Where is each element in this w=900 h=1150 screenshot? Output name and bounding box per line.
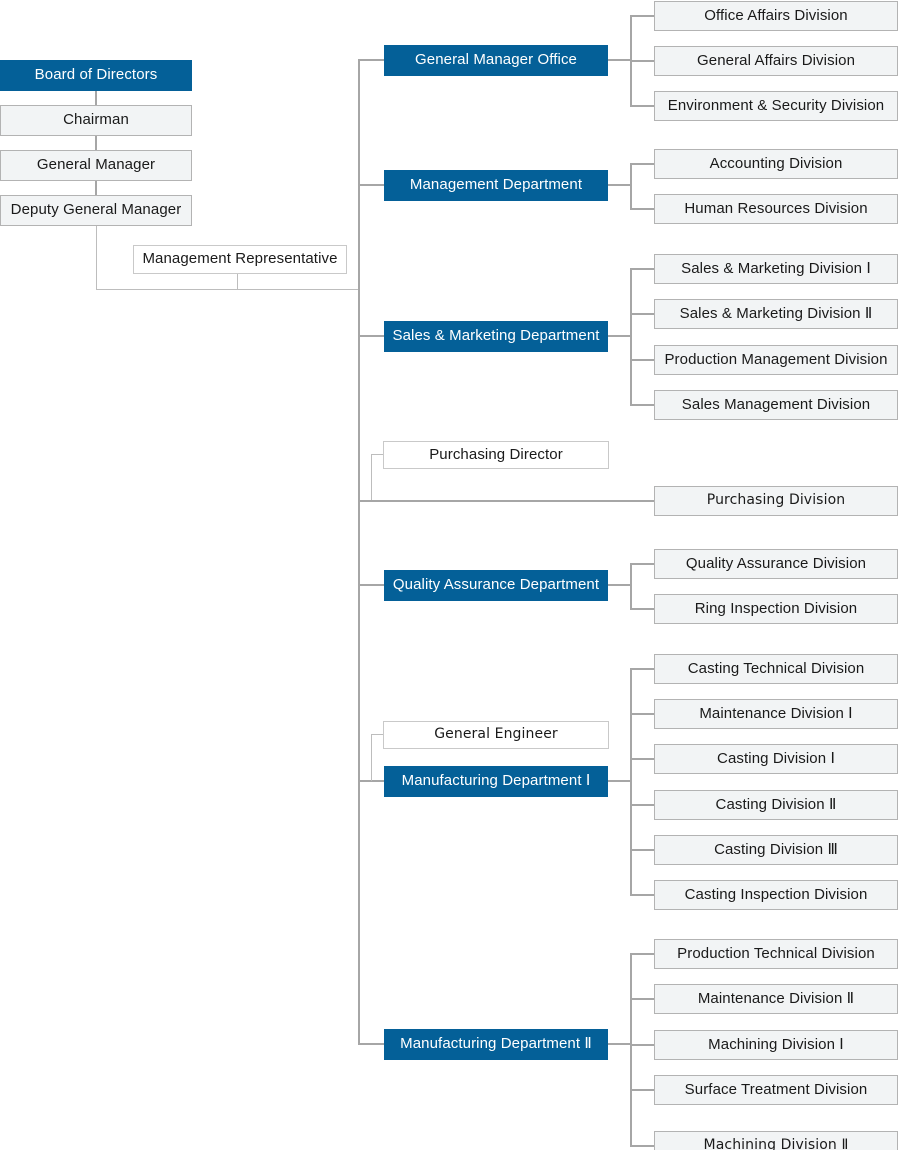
node-division-casting-2[interactable]: Casting Division Ⅱ bbox=[654, 790, 898, 820]
connector-management-out bbox=[608, 184, 632, 186]
connector-casting-1 bbox=[630, 758, 654, 760]
node-division-environment-security[interactable]: Environment & Security Division bbox=[654, 91, 898, 121]
connector-sales-out bbox=[608, 335, 632, 337]
connector-purchasing-division bbox=[358, 500, 654, 502]
node-division-production-technical[interactable]: Production Technical Division bbox=[654, 939, 898, 969]
trunk-main-vertical bbox=[358, 60, 360, 1044]
subtrunk-purchasing bbox=[371, 454, 372, 500]
node-division-machining-1[interactable]: Machining Division Ⅰ bbox=[654, 1030, 898, 1060]
node-general-engineer[interactable]: General Engineer bbox=[383, 721, 609, 749]
node-division-ring-inspection[interactable]: Ring Inspection Division bbox=[654, 594, 898, 624]
connector-board-to-chairman bbox=[95, 91, 97, 105]
node-division-office-affairs[interactable]: Office Affairs Division bbox=[654, 1, 898, 31]
connector-manufacturing-1-out bbox=[608, 780, 632, 782]
connector-human-resources bbox=[630, 208, 654, 210]
connector-casting-technical bbox=[630, 668, 654, 670]
connector-qa-division bbox=[630, 563, 654, 565]
connector-purchasing-director bbox=[371, 454, 383, 455]
node-management-representative[interactable]: Management Representative bbox=[133, 245, 347, 274]
connector-sales-division-1 bbox=[630, 268, 654, 270]
trunk-stub-management bbox=[358, 184, 384, 186]
node-chairman[interactable]: Chairman bbox=[0, 105, 192, 136]
subtrunk-sales bbox=[630, 268, 632, 404]
subtrunk-management bbox=[630, 163, 632, 208]
connector-general-engineer bbox=[371, 734, 383, 735]
connector-quality-assurance-out bbox=[608, 584, 632, 586]
node-division-sales-marketing-1[interactable]: Sales & Marketing Division Ⅰ bbox=[654, 254, 898, 284]
node-division-purchasing[interactable]: Purchasing Division bbox=[654, 486, 898, 516]
node-deputy-general-manager[interactable]: Deputy General Manager bbox=[0, 195, 192, 226]
node-division-machining-2[interactable]: Machining Division Ⅱ bbox=[654, 1131, 898, 1150]
node-division-general-affairs[interactable]: General Affairs Division bbox=[654, 46, 898, 76]
node-division-maintenance-1[interactable]: Maintenance Division Ⅰ bbox=[654, 699, 898, 729]
connector-office-affairs bbox=[630, 15, 654, 17]
connector-casting-inspection bbox=[630, 894, 654, 896]
node-division-accounting[interactable]: Accounting Division bbox=[654, 149, 898, 179]
node-department-manufacturing-1[interactable]: Manufacturing Department Ⅰ bbox=[384, 766, 608, 797]
connector-general-affairs bbox=[630, 60, 654, 62]
connector-general-manager-to-deputy bbox=[95, 181, 97, 195]
trunk-stub-sales bbox=[358, 335, 384, 337]
node-department-general-manager-office[interactable]: General Manager Office bbox=[384, 45, 608, 76]
trunk-stub-manufacturing-1 bbox=[358, 780, 384, 782]
node-department-manufacturing-2[interactable]: Manufacturing Department Ⅱ bbox=[384, 1029, 608, 1060]
connector-accounting bbox=[630, 163, 654, 165]
node-division-production-management[interactable]: Production Management Division bbox=[654, 345, 898, 375]
node-division-casting-technical[interactable]: Casting Technical Division bbox=[654, 654, 898, 684]
node-division-sales-marketing-2[interactable]: Sales & Marketing Division Ⅱ bbox=[654, 299, 898, 329]
connector-deputy-spine bbox=[96, 226, 97, 290]
connector-production-management bbox=[630, 359, 654, 361]
connector-surface-treatment bbox=[630, 1089, 654, 1091]
node-purchasing-director[interactable]: Purchasing Director bbox=[383, 441, 609, 469]
subtrunk-manufacturing-2 bbox=[630, 953, 632, 1145]
trunk-stub-gm-office bbox=[358, 59, 384, 61]
connector-management-representative-drop bbox=[237, 274, 238, 290]
connector-maintenance-2 bbox=[630, 998, 654, 1000]
node-department-management[interactable]: Management Department bbox=[384, 170, 608, 201]
connector-deputy-bus bbox=[96, 289, 360, 290]
connector-ring-inspection bbox=[630, 608, 654, 610]
connector-gm-office-out bbox=[608, 59, 632, 61]
node-division-casting-inspection[interactable]: Casting Inspection Division bbox=[654, 880, 898, 910]
connector-chairman-to-general-manager bbox=[95, 136, 97, 150]
connector-machining-1 bbox=[630, 1044, 654, 1046]
node-division-casting-3[interactable]: Casting Division Ⅲ bbox=[654, 835, 898, 865]
connector-machining-2 bbox=[630, 1145, 654, 1147]
subtrunk-manufacturing-1 bbox=[630, 668, 632, 895]
node-general-manager[interactable]: General Manager bbox=[0, 150, 192, 181]
node-board-of-directors[interactable]: Board of Directors bbox=[0, 60, 192, 91]
node-division-human-resources[interactable]: Human Resources Division bbox=[654, 194, 898, 224]
connector-manufacturing-2-out bbox=[608, 1043, 632, 1045]
node-division-quality-assurance[interactable]: Quality Assurance Division bbox=[654, 549, 898, 579]
node-division-surface-treatment[interactable]: Surface Treatment Division bbox=[654, 1075, 898, 1105]
connector-casting-3 bbox=[630, 849, 654, 851]
subtrunk-general-engineer bbox=[371, 734, 372, 781]
connector-casting-2 bbox=[630, 804, 654, 806]
connector-sales-division-2 bbox=[630, 313, 654, 315]
connector-maintenance-1 bbox=[630, 713, 654, 715]
trunk-stub-quality-assurance bbox=[358, 584, 384, 586]
node-division-maintenance-2[interactable]: Maintenance Division Ⅱ bbox=[654, 984, 898, 1014]
node-division-sales-management[interactable]: Sales Management Division bbox=[654, 390, 898, 420]
trunk-stub-manufacturing-2 bbox=[358, 1043, 384, 1045]
connector-environment-security bbox=[630, 105, 654, 107]
node-division-casting-1[interactable]: Casting Division Ⅰ bbox=[654, 744, 898, 774]
connector-production-technical bbox=[630, 953, 654, 955]
node-department-sales-marketing[interactable]: Sales & Marketing Department bbox=[384, 321, 608, 352]
subtrunk-quality-assurance bbox=[630, 563, 632, 608]
node-department-quality-assurance[interactable]: Quality Assurance Department bbox=[384, 570, 608, 601]
connector-sales-management bbox=[630, 404, 654, 406]
